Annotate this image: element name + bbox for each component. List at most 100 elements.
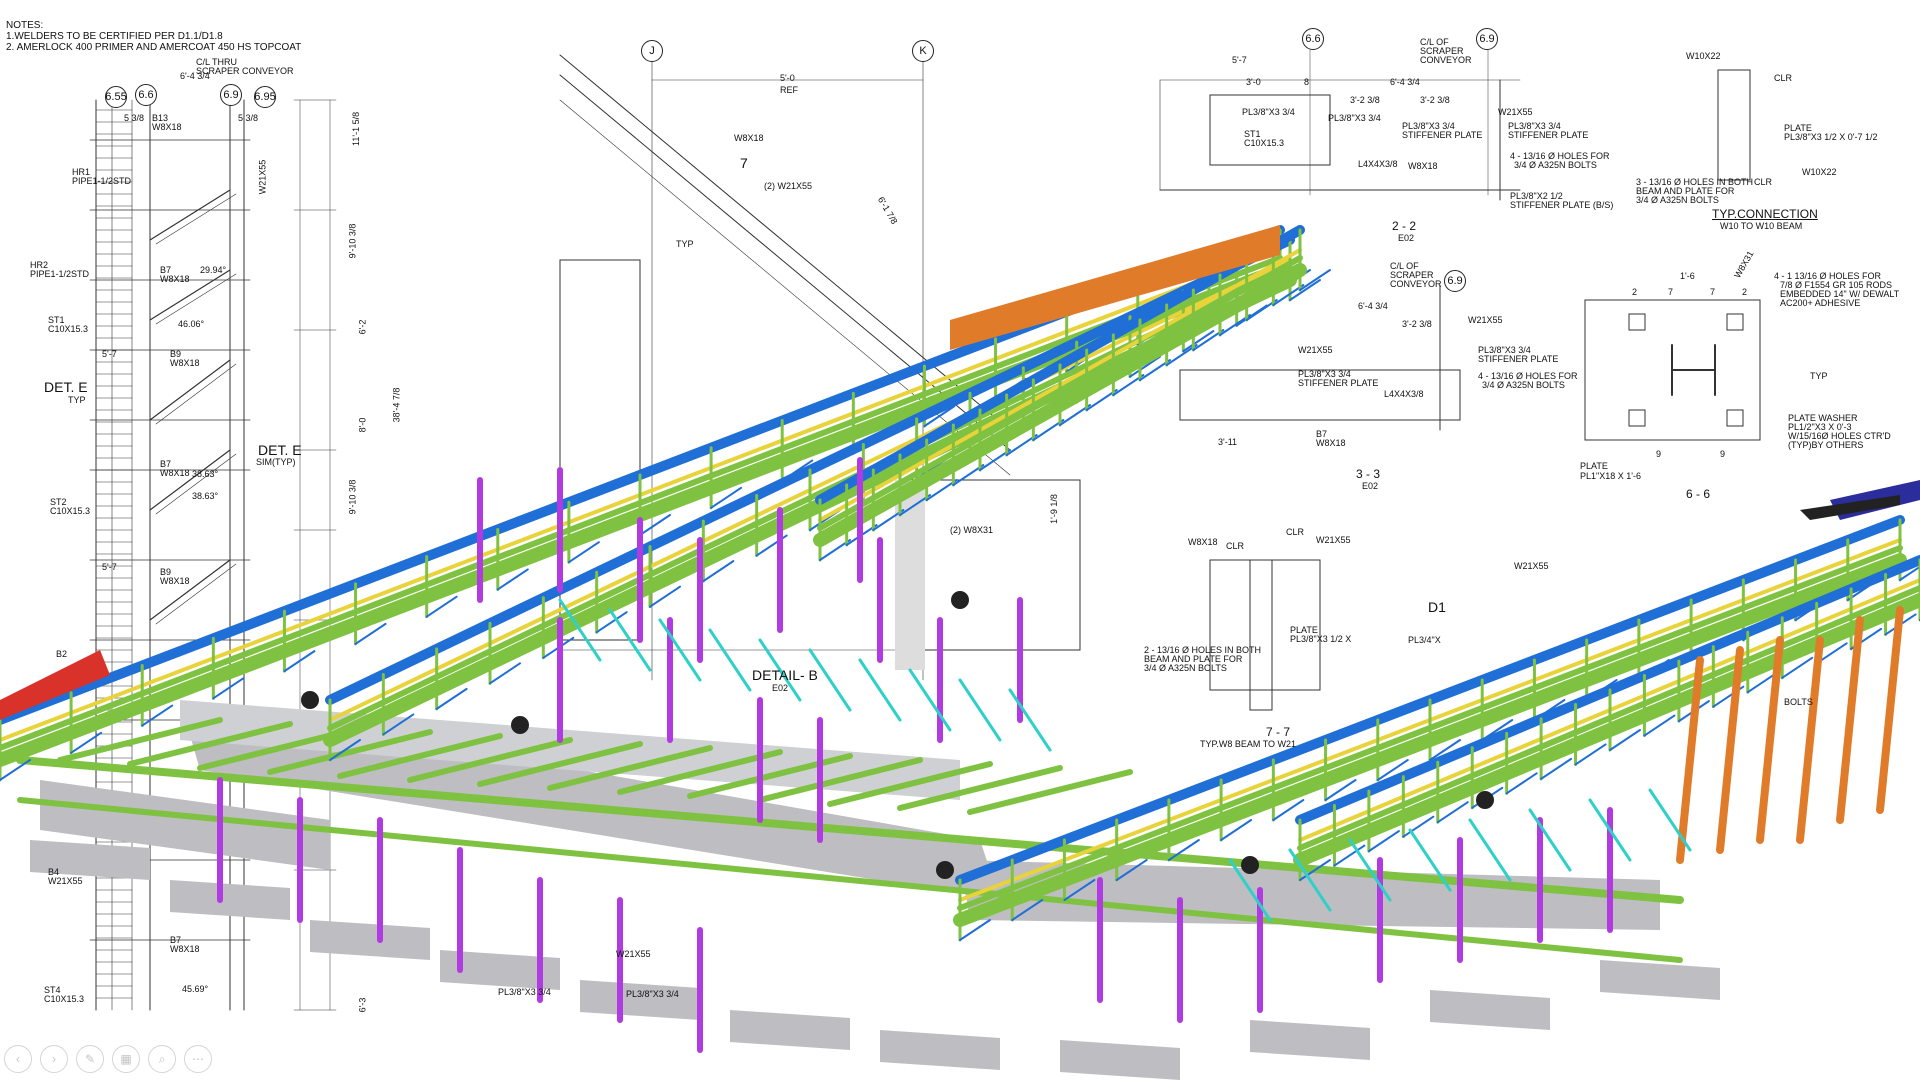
section-7-7-title: 7 - 7: [1266, 725, 1291, 739]
elev-label: C/L THRU: [196, 57, 238, 67]
detail-b-label: 7: [740, 155, 748, 171]
concrete-pier: [170, 880, 290, 920]
detail-b-title: DETAIL- B: [752, 667, 818, 683]
elev-label: 6'-2: [357, 319, 368, 335]
model-label: D1: [1428, 599, 1446, 615]
slides-icon[interactable]: ▦: [112, 1045, 140, 1073]
truss-brace: [329, 739, 361, 761]
elev-label: 9'-10 3/8: [347, 479, 358, 515]
deck-beam: [337, 733, 503, 779]
truss-brace: [1032, 419, 1065, 441]
model-label: W21X55: [1514, 561, 1549, 571]
truss-brace: [70, 731, 103, 754]
grid-bubble: 6.6: [1302, 28, 1324, 50]
truss-brace: [1299, 269, 1331, 291]
section-7-7-label: 3/4 Ø A325N BOLTS: [1144, 663, 1227, 673]
drive-roller: [1241, 856, 1259, 874]
section-2-2-label: STIFFENER PLATE: [1508, 130, 1589, 140]
stair-stringer: [155, 453, 237, 515]
zoom-icon[interactable]: ⌕: [148, 1045, 176, 1073]
elev-label: W8X18: [160, 468, 190, 478]
elev-label: 5 3/8: [238, 113, 259, 123]
stair-stringer: [155, 563, 237, 625]
model-label: B2: [56, 649, 68, 659]
section-7-7-column: [1249, 559, 1273, 711]
truss-brace: [1436, 801, 1469, 824]
section-2-2-label: 8: [1304, 77, 1310, 87]
cross-brace: [558, 598, 602, 662]
detail-b-label: REF: [780, 85, 798, 95]
section-3-3-label: PL3/8"X3 3/4: [1298, 369, 1351, 379]
cross-brace: [1528, 808, 1572, 872]
anchor-hole: [1628, 409, 1646, 427]
drive-roller: [951, 591, 969, 609]
truss-brace: [1899, 565, 1920, 581]
drive-roller: [936, 861, 954, 879]
truss-brace: [819, 539, 851, 561]
elev-label: C10X15.3: [44, 994, 85, 1004]
elev-label: 11'-1 5/8: [351, 111, 362, 146]
truss-brace: [1192, 329, 1225, 351]
section-6-6-label: PL1"X18 X 1'-6: [1580, 471, 1641, 481]
trestle-leg: [1876, 606, 1904, 814]
truss-brace: [1540, 757, 1573, 780]
section-7-7-label: PLATE: [1290, 625, 1318, 635]
section-3-3-label: 3'-11: [1218, 437, 1238, 447]
detail-b-outline: [559, 259, 641, 641]
next-icon[interactable]: ›: [40, 1045, 68, 1073]
section-6-6-label: PL1/2"X3 X 0'-3: [1788, 422, 1852, 432]
cross-brace: [1228, 858, 1272, 922]
concrete-pier: [1060, 1040, 1180, 1080]
deck-beam: [407, 737, 573, 783]
section-6-6-label: 4 - 1 13/16 Ø HOLES FOR: [1774, 271, 1882, 281]
truss-brace: [1011, 899, 1044, 921]
truss-brace: [435, 687, 468, 710]
section-2-2-label: 3/4 Ø A325N BOLTS: [1514, 160, 1597, 170]
section-2-2-label: PL3/8"X2 1/2: [1510, 191, 1563, 201]
elev-label: W8X18: [170, 358, 200, 368]
detail-b-label: 5'-0: [780, 73, 795, 83]
section-2-2-label: CONVEYOR: [1420, 55, 1472, 65]
more-icon[interactable]: ⋯: [184, 1045, 212, 1073]
prev-icon[interactable]: ‹: [4, 1045, 32, 1073]
section-6-6-label: EMBEDDED 14" W/ DEWALT: [1780, 289, 1900, 299]
pen-icon[interactable]: ✎: [76, 1045, 104, 1073]
grid-bubble: 6.9: [1476, 28, 1498, 50]
elev-label: 6'-3: [357, 997, 368, 1013]
truss-brace: [283, 650, 316, 673]
section-6-6-label: 1'-6: [1680, 271, 1695, 281]
truss-brace: [923, 405, 956, 428]
section-2-2-label: L4X4X3/8: [1358, 159, 1398, 169]
detail-b-label: (2) W21X55: [764, 181, 813, 191]
truss-brace: [1376, 759, 1409, 781]
section-7-7-label: W21X55: [1316, 535, 1351, 545]
stair-stringer: [155, 193, 237, 245]
truss-brace: [959, 919, 991, 941]
cross-brace: [1468, 818, 1512, 882]
drive-roller: [1476, 791, 1494, 809]
section-7-7-label: BEAM AND PLATE FOR: [1144, 654, 1243, 664]
section-6-6-label: AC200+ ADHESIVE: [1780, 298, 1861, 308]
section-6-6-label: 7: [1668, 287, 1674, 297]
section-3-3-label: B7: [1316, 429, 1328, 439]
elev-label: 5'-7: [102, 349, 117, 359]
elev-label: SIM(TYP): [256, 457, 296, 467]
truss-brace: [1165, 344, 1198, 366]
detail-b-label: 1'-9 1/8: [1048, 494, 1059, 524]
truss-brace: [595, 611, 628, 634]
stair-stringer: [155, 363, 237, 425]
truss-brace: [710, 486, 743, 509]
cross-brace: [1288, 848, 1332, 912]
elev-label: TYP: [68, 395, 86, 405]
elev-label: 6'-4 3/4: [180, 71, 210, 81]
section-3-3-label: W21X55: [1468, 315, 1503, 325]
deck-beam: [267, 729, 433, 775]
section-2-2-label: 4 - 13/16 Ø HOLES FOR: [1510, 151, 1610, 161]
stair-stringer: [149, 359, 231, 421]
section-3-3-label: 3/4 Ø A325N BOLTS: [1482, 380, 1565, 390]
section-3-3-label: C/L OF: [1390, 261, 1419, 271]
concrete-pier: [1430, 990, 1550, 1030]
concrete-pier: [580, 980, 700, 1020]
truss-brace: [1085, 389, 1118, 411]
